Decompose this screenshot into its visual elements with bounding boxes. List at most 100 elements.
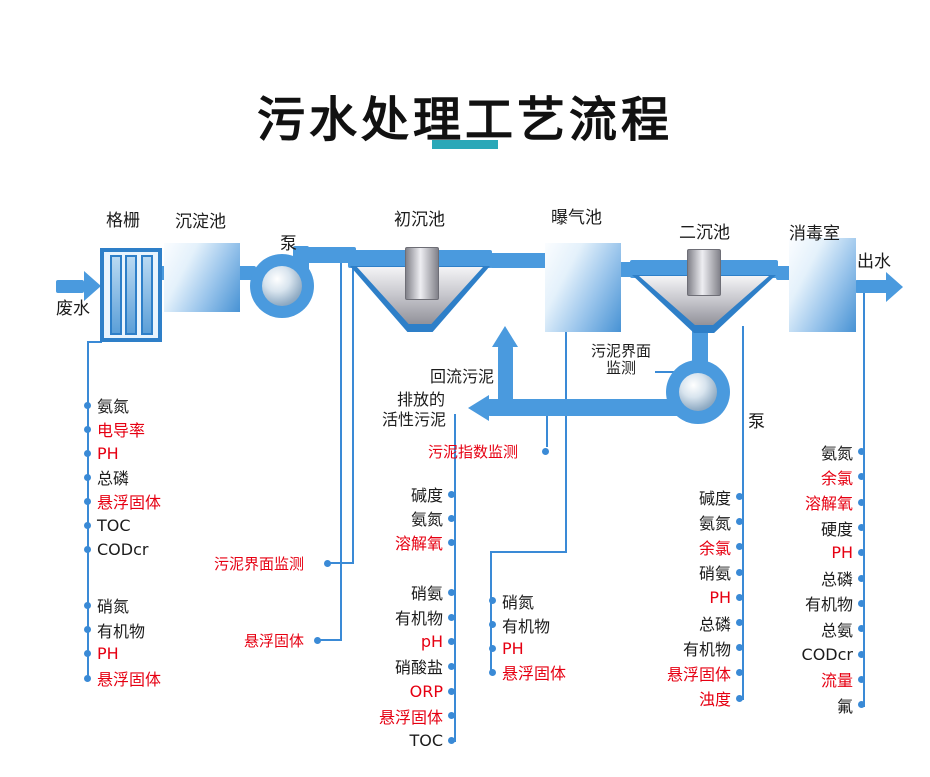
sensor-dot	[858, 574, 865, 582]
sensor-item: 氨氮	[84, 393, 161, 417]
screen-tank	[100, 248, 162, 342]
sensor-dot	[736, 543, 743, 551]
sensor-dot	[736, 644, 743, 652]
sensor-label: 硝酸盐	[394, 658, 443, 678]
sensor-label: 硝氮	[502, 592, 535, 612]
sensor-label: 氟	[836, 696, 853, 716]
sensor-item: 总磷	[84, 465, 161, 489]
sensor-dot	[736, 619, 743, 627]
sensor-item: 硝氨	[640, 560, 743, 585]
sensor-item: CODcr	[84, 537, 161, 561]
label-secondary-tank: 二沉池	[679, 223, 730, 243]
secondary-tank-cylinder	[687, 249, 721, 296]
sensor-dot	[84, 449, 91, 457]
disinfection-room	[789, 238, 856, 332]
sensor-dot	[448, 687, 455, 695]
inlet-arrow-icon	[84, 271, 101, 301]
screen-bar	[140, 255, 153, 335]
sensor-item: 总磷	[760, 565, 865, 590]
sensor-line	[490, 551, 492, 675]
sensor-item: CODcr	[760, 641, 865, 666]
title-divider	[432, 140, 498, 149]
sensor-dot	[489, 621, 496, 629]
sensor-label: 有机物	[502, 616, 551, 636]
sensor-label: 浊度	[698, 690, 731, 710]
sensor-item: 氟	[760, 692, 865, 717]
sensor-label: 流量	[820, 671, 853, 691]
sensor-item: 硬度	[760, 515, 865, 540]
sensor-item: 氨氮	[640, 509, 743, 534]
sensor-label: TOC	[409, 730, 443, 750]
sensor-item: 电导率	[84, 417, 161, 441]
sensor-item: 硝氨	[331, 580, 455, 605]
sludge-index-monitor: 污泥指数监测	[428, 441, 549, 461]
outlet-arrow-icon	[886, 272, 903, 302]
sensor-label: 余氯	[820, 468, 853, 488]
sensor-item: ORP	[331, 679, 455, 704]
sensor-label: 氨氮	[97, 397, 130, 416]
sensor-item: 有机物	[489, 613, 566, 637]
sensor-dot	[448, 712, 455, 720]
sensor-item: 有机物	[640, 635, 743, 660]
suspended-solids-label: 悬浮固体	[244, 631, 305, 650]
sensor-label: CODcr	[97, 539, 149, 559]
sensor-dot	[736, 694, 743, 702]
sensor-label: 有机物	[97, 621, 146, 641]
sensor-label: ORP	[409, 681, 443, 701]
sensor-item: 有机物	[84, 617, 161, 641]
pipe-secondary-bottom	[692, 326, 708, 370]
sensor-label: 碱度	[698, 488, 731, 508]
sensor-line	[87, 342, 89, 680]
sensor-dot	[448, 514, 455, 522]
sensor-dot	[84, 545, 91, 553]
sludge-index-label: 污泥指数监测	[428, 442, 519, 461]
sensor-dot	[736, 518, 743, 526]
sensor-dot	[858, 473, 865, 481]
label-discharged-1: 排放的	[397, 390, 446, 409]
sensor-item: 余氯	[640, 534, 743, 559]
primary-tank-cylinder	[405, 247, 439, 300]
sensor-label: 总磷	[97, 469, 130, 488]
sensor-line	[454, 414, 456, 742]
screen-bar	[109, 255, 122, 335]
sensor-dot	[84, 473, 91, 481]
sensor-label: 溶解氧	[394, 534, 443, 553]
sensor-label: 溶解氧	[804, 494, 853, 514]
label-wastewater-in: 废水	[56, 299, 90, 319]
sensor-dot	[84, 650, 91, 658]
sensor-item: PH	[84, 642, 161, 666]
sensor-group-primary-outlet: 碱度氨氮溶解氧	[331, 482, 455, 554]
sensor-label: 电导率	[97, 421, 146, 440]
page-title: 污水处理工艺流程	[256, 92, 673, 149]
sensor-dot	[84, 401, 91, 409]
pipe-return-branch	[498, 346, 513, 414]
sensor-label: PH	[97, 443, 119, 463]
sensor-label: 碱度	[410, 486, 443, 505]
sensor-dot	[84, 601, 91, 609]
pipe-pump-primary	[293, 247, 356, 263]
sensor-label: 有机物	[394, 609, 443, 629]
screen-bar	[125, 255, 137, 335]
sensor-item: 悬浮固体	[331, 703, 455, 728]
sensor-label: 总氨	[820, 620, 853, 640]
sensor-item: 氨氮	[331, 506, 455, 530]
sensor-dot	[84, 674, 91, 682]
sensor-item: 溶解氧	[760, 490, 865, 515]
pipe-return-sludge	[488, 399, 700, 416]
sensor-label: 硝氮	[97, 597, 130, 617]
sensor-line	[742, 326, 744, 700]
sensor-line	[655, 371, 685, 373]
label-pump-2: 泵	[748, 412, 765, 432]
sensor-label: 总磷	[820, 570, 853, 590]
label-pump-1: 泵	[280, 234, 297, 254]
sensor-item: 悬浮固体	[84, 666, 161, 690]
sedimentation-tank	[164, 243, 240, 312]
sludge-interface-monitor-left: 污泥界面监测	[214, 553, 331, 573]
sensor-dot	[858, 650, 865, 658]
sensor-dot	[314, 636, 321, 644]
discharge-arrow-icon	[468, 395, 489, 421]
pump-2	[666, 360, 730, 424]
sensor-label: 余氯	[698, 538, 731, 558]
sensor-dot	[858, 675, 865, 683]
